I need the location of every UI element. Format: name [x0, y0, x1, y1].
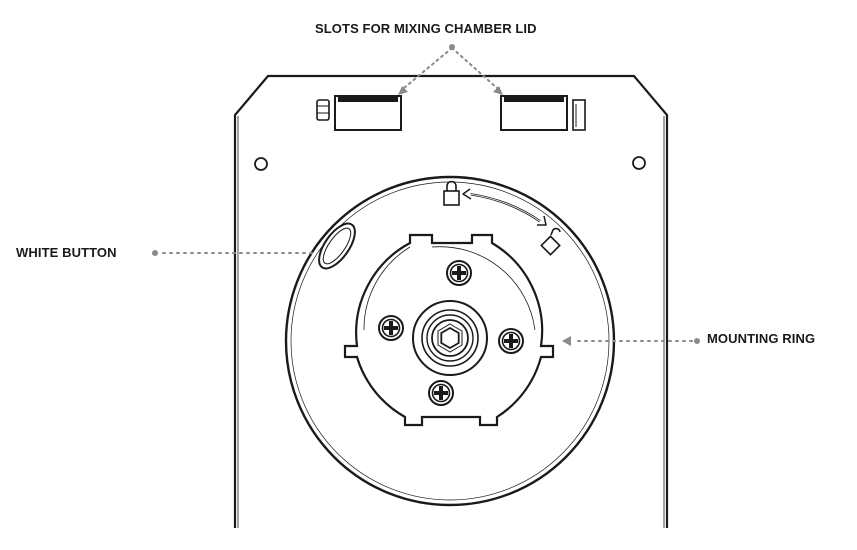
mounting-hole-left	[255, 158, 267, 170]
center-hub	[413, 301, 487, 375]
phillips-screw-icon	[499, 329, 523, 353]
phillips-screw-icon	[429, 381, 453, 405]
white-button-callout-label: WHITE BUTTON	[16, 245, 117, 260]
lid-slot-right	[501, 96, 585, 130]
mounting-hole-right	[633, 157, 645, 169]
phillips-screw-icon	[447, 261, 471, 285]
phillips-screw-icon	[379, 316, 403, 340]
mounting-ring-callout-label: MOUNTING RING	[707, 331, 815, 346]
slots-callout-label: SLOTS FOR MIXING CHAMBER LID	[315, 21, 537, 36]
